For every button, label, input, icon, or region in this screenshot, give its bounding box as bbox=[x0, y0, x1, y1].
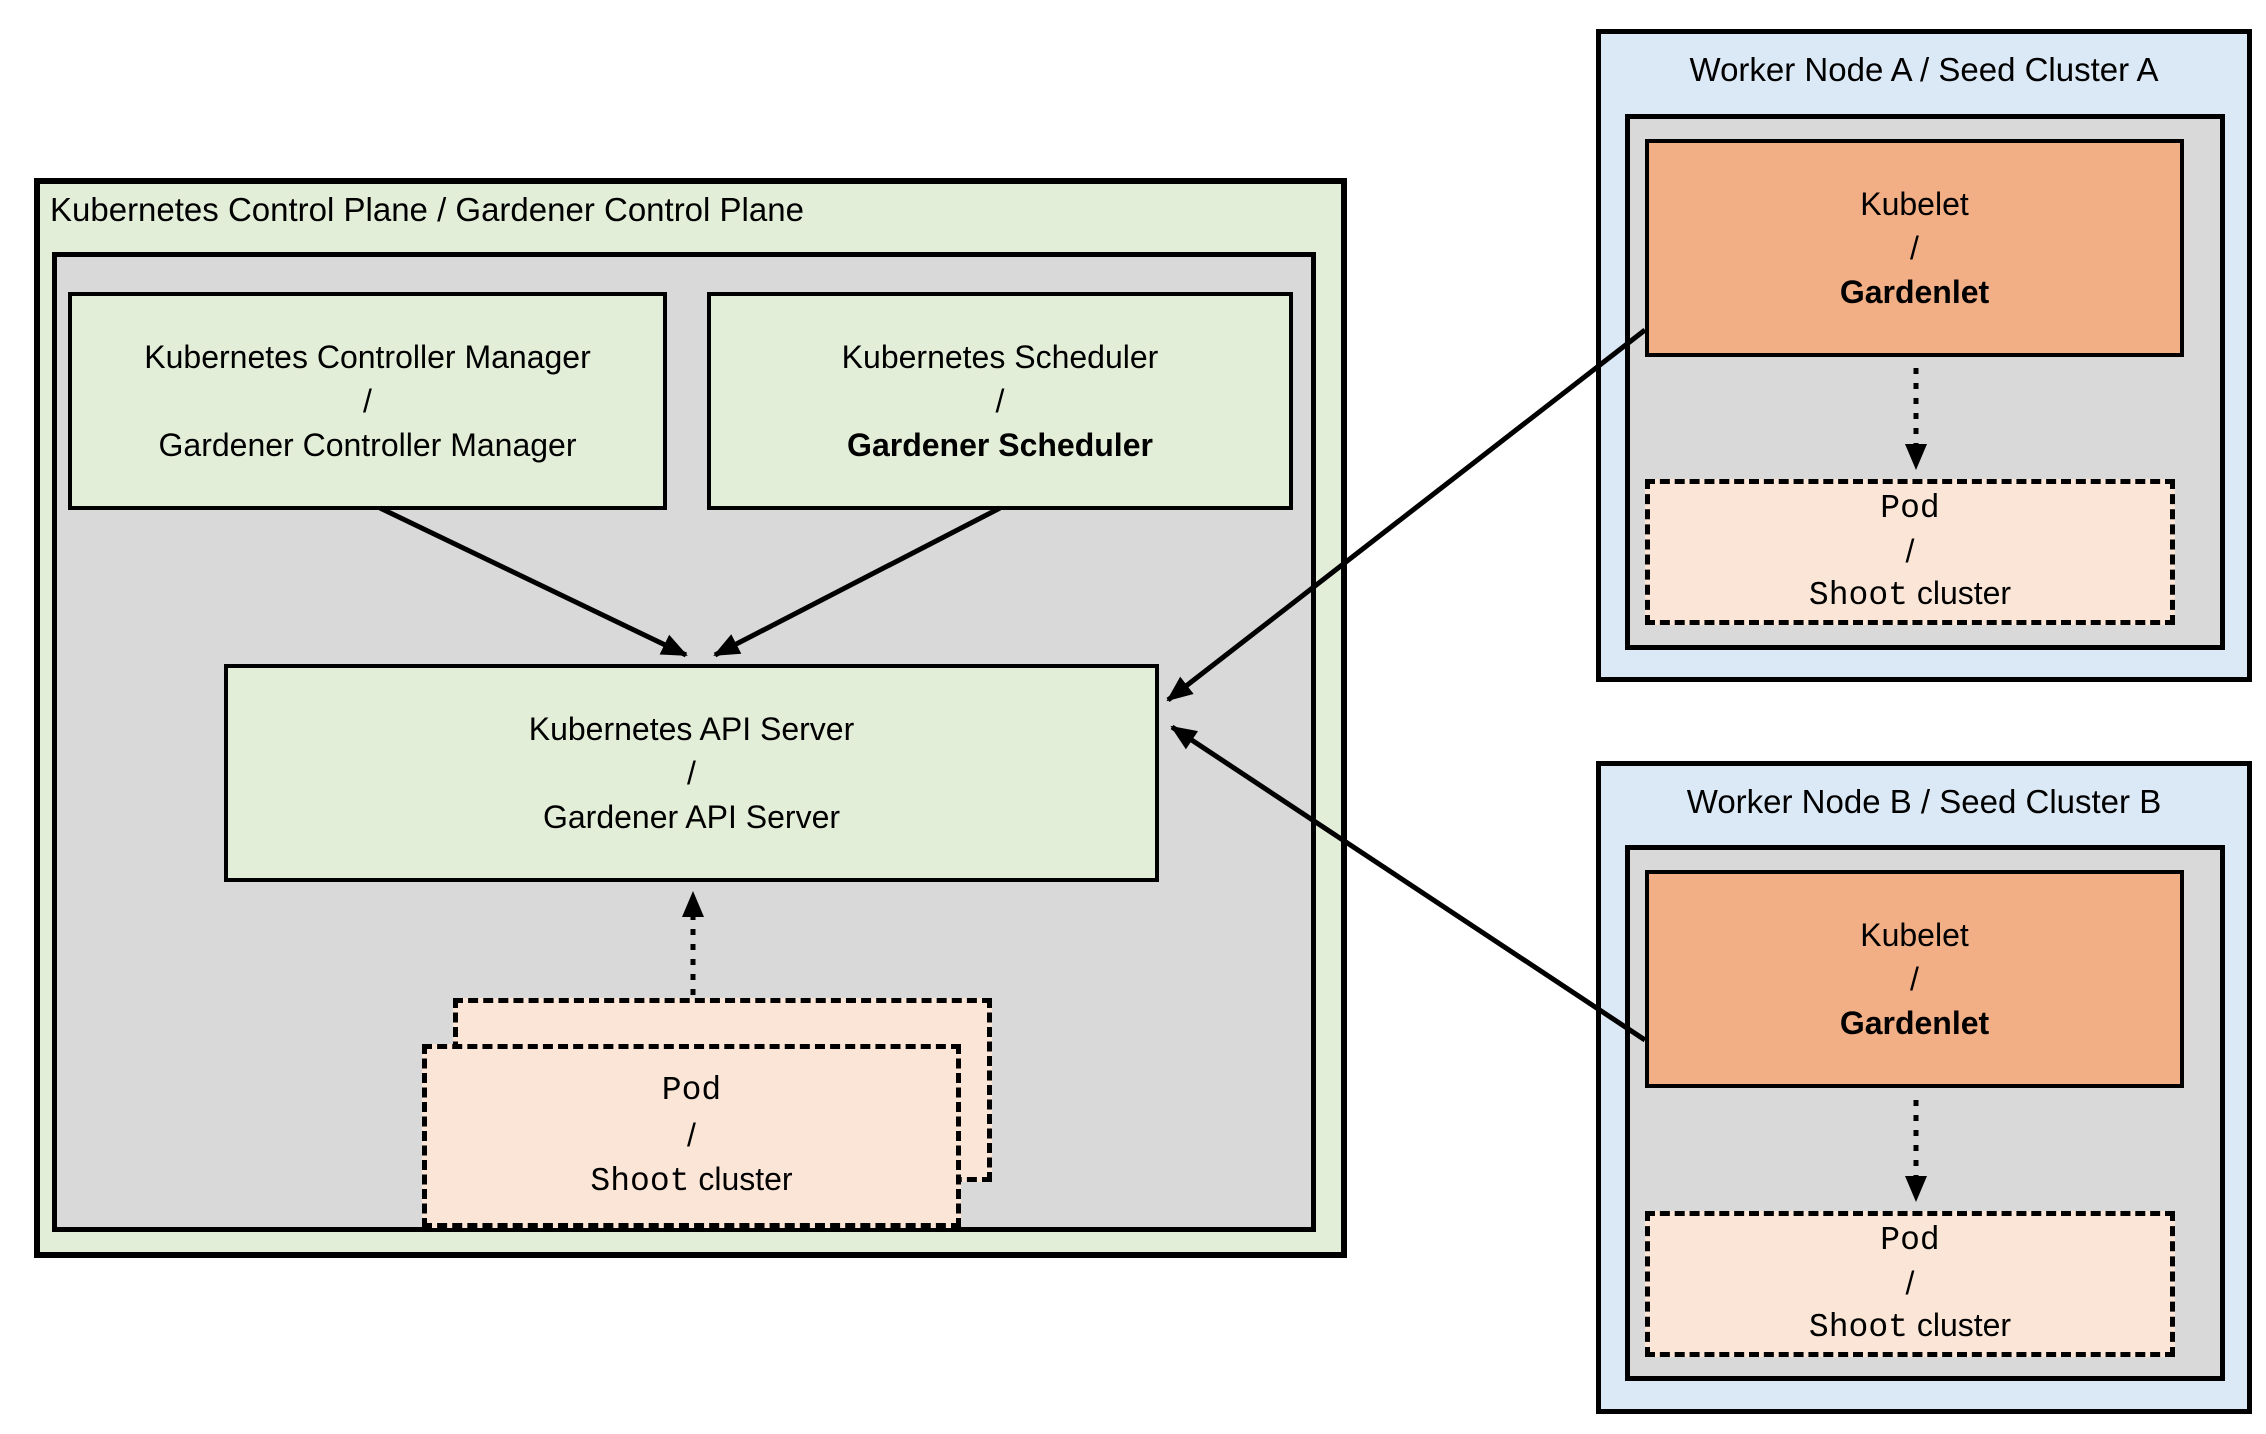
controller-manager-slash: / bbox=[363, 383, 372, 419]
pod-a-cluster-label: cluster bbox=[1916, 574, 2012, 611]
api-server-box: Kubernetes API Server / Gardener API Ser… bbox=[224, 664, 1159, 882]
pod-b-line1: Pod bbox=[1880, 1221, 1940, 1259]
api-server-line2: Gardener API Server bbox=[542, 799, 841, 835]
api-server-line1: Kubernetes API Server bbox=[528, 711, 855, 747]
kubelet-a-line2: Gardenlet bbox=[1839, 274, 1990, 310]
pod-line3: Shoot cluster bbox=[590, 1157, 792, 1204]
scheduler-line1: Kubernetes Scheduler bbox=[841, 339, 1159, 375]
scheduler-slash: / bbox=[995, 383, 1005, 419]
kubelet-b-line1: Kubelet bbox=[1860, 917, 1969, 953]
kubelet-a-box: Kubelet / Gardenlet bbox=[1645, 139, 2184, 357]
pod-box-front: Pod / Shoot cluster bbox=[422, 1044, 961, 1228]
pod-a-line3: Shoot cluster bbox=[1809, 572, 2011, 617]
pod-line1: Pod bbox=[661, 1071, 722, 1109]
control-plane-title: Kubernetes Control Plane / Gardener Cont… bbox=[50, 191, 804, 228]
worker-node-b-title: Worker Node B / Seed Cluster B bbox=[1686, 783, 2162, 820]
kubelet-a-slash: / bbox=[1910, 230, 1919, 266]
pod-b-cluster-label: cluster bbox=[1916, 1306, 2012, 1343]
pod-b-slash: / bbox=[1905, 1264, 1915, 1301]
pod-b-line3: Shoot cluster bbox=[1809, 1304, 2011, 1349]
pod-shoot-label: Shoot bbox=[590, 1162, 690, 1200]
kubelet-a-line1: Kubelet bbox=[1860, 186, 1969, 222]
pod-cluster-label: cluster bbox=[698, 1160, 793, 1197]
pod-b-box: Pod / Shoot cluster bbox=[1645, 1211, 2175, 1357]
kubelet-b-box: Kubelet / Gardenlet bbox=[1645, 870, 2184, 1088]
kubelet-b-slash: / bbox=[1910, 961, 1919, 997]
pod-a-shoot-label: Shoot bbox=[1808, 576, 1908, 614]
pod-slash: / bbox=[687, 1116, 696, 1153]
pod-a-line1: Pod bbox=[1880, 489, 1940, 527]
pod-b-shoot-label: Shoot bbox=[1808, 1308, 1908, 1346]
api-server-slash: / bbox=[687, 755, 696, 791]
controller-manager-line1: Kubernetes Controller Manager bbox=[144, 339, 591, 375]
scheduler-line2: Gardener Scheduler bbox=[847, 427, 1153, 463]
kubelet-b-line2: Gardenlet bbox=[1839, 1005, 1990, 1041]
pod-a-slash: / bbox=[1905, 532, 1915, 569]
pod-a-box: Pod / Shoot cluster bbox=[1645, 479, 2175, 625]
scheduler-box: Kubernetes Scheduler / Gardener Schedule… bbox=[707, 292, 1293, 510]
worker-node-a-title: Worker Node A / Seed Cluster A bbox=[1689, 51, 2159, 88]
controller-manager-box: Kubernetes Controller Manager / Gardener… bbox=[68, 292, 667, 510]
controller-manager-line2: Gardener Controller Manager bbox=[158, 427, 577, 463]
